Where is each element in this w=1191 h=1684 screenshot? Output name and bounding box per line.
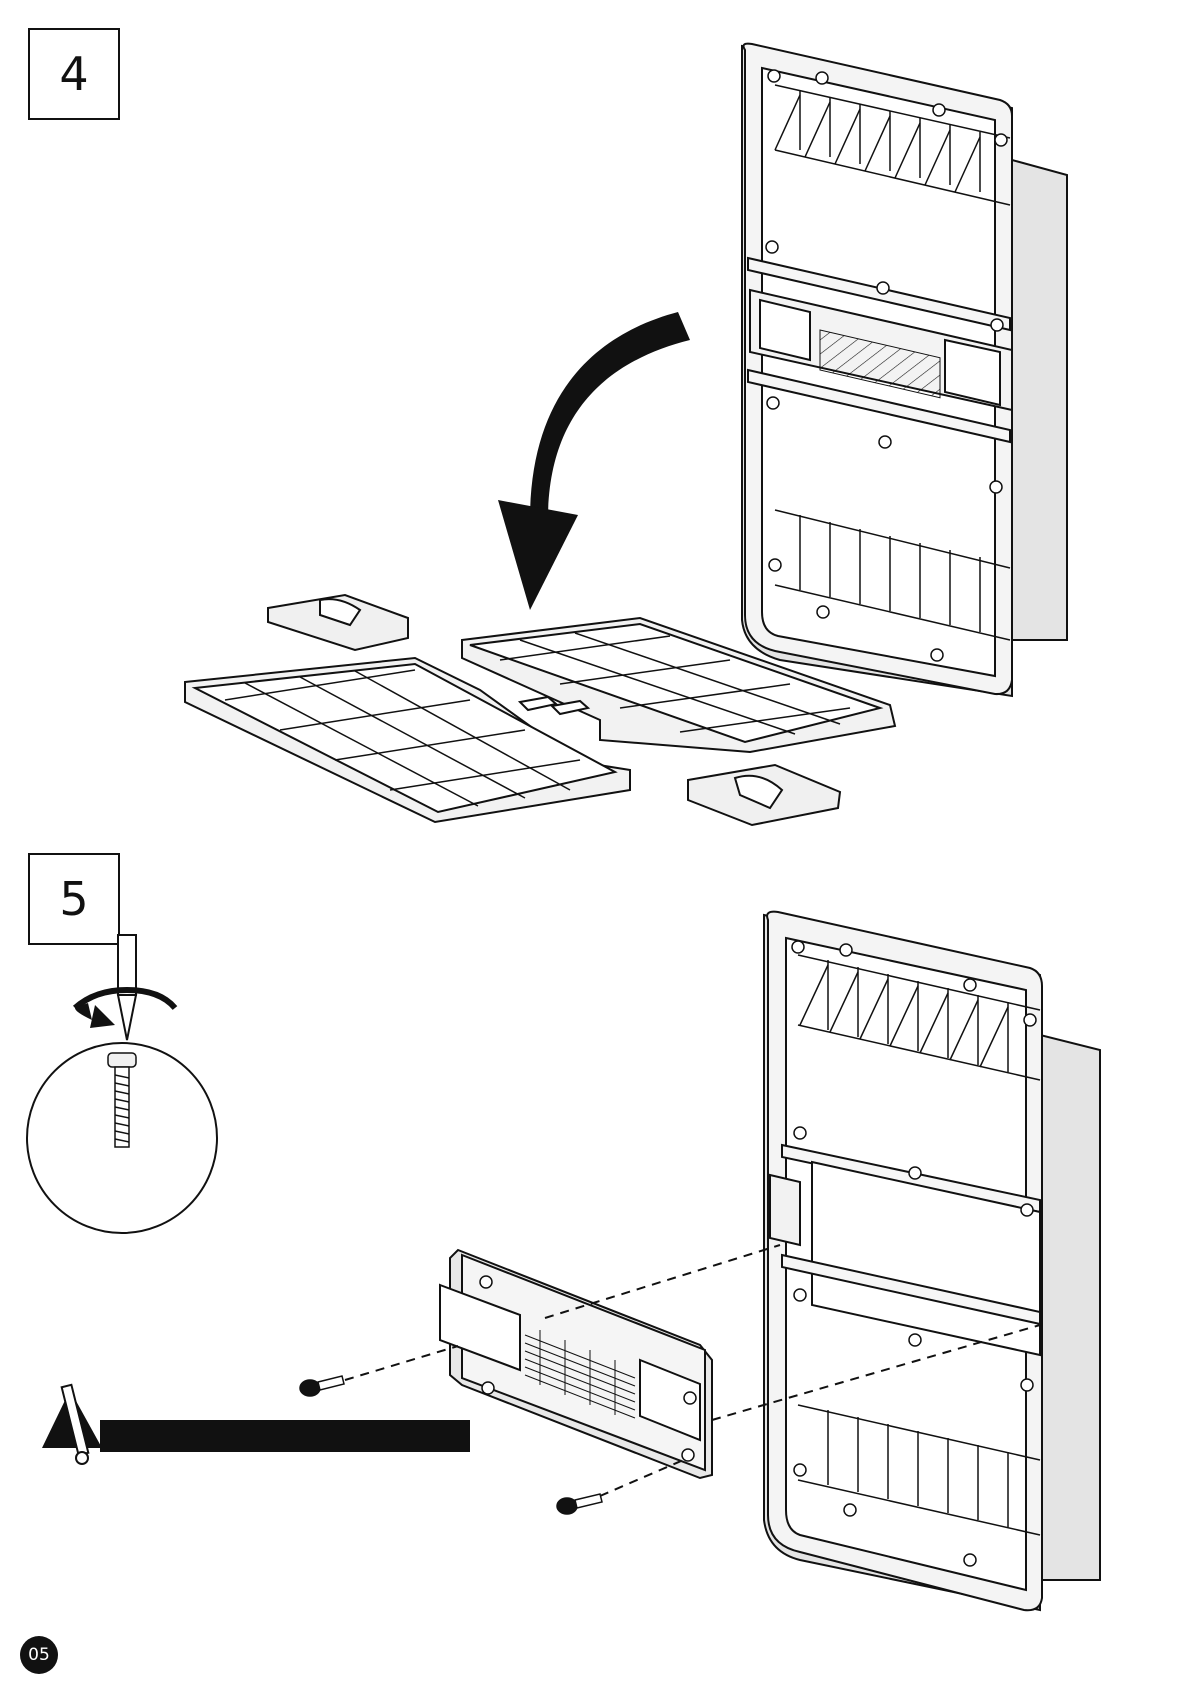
screw-left: [300, 1376, 344, 1396]
warning-icon: [42, 1385, 470, 1464]
curved-arrow-icon: [498, 312, 690, 610]
enclosure-back-panel-step4: [742, 44, 1067, 696]
page-number: 05: [28, 1645, 50, 1665]
screw-detail-circle: [27, 1043, 217, 1233]
page-number-badge: 05: [20, 1636, 58, 1674]
din-rail-module: [440, 1250, 712, 1478]
screw-right: [557, 1494, 602, 1514]
enclosure-back-panel-step5: [764, 912, 1100, 1611]
